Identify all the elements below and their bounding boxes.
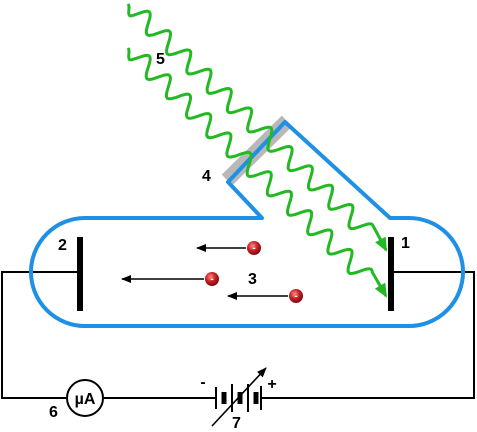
label-electrons: 3 <box>248 271 257 288</box>
label-cathode: 1 <box>401 235 410 252</box>
label-ammeter: 6 <box>49 404 58 421</box>
circuit-wire <box>1 271 475 399</box>
light-wave <box>126 47 388 298</box>
electron-charge: - <box>252 243 255 254</box>
ammeter-text: µA <box>75 391 96 408</box>
label-window: 4 <box>202 168 211 185</box>
electron-group: - - - <box>121 241 303 303</box>
electron-charge: - <box>294 291 297 302</box>
vacuum-tube <box>29 120 465 328</box>
light-wave <box>126 3 388 252</box>
electron <box>205 272 219 286</box>
electron-charge: - <box>210 274 213 285</box>
label-light: 5 <box>156 51 165 68</box>
ammeter-icon <box>66 379 104 417</box>
electron <box>247 241 261 255</box>
label-source: 7 <box>232 415 241 432</box>
light-rays <box>126 3 388 298</box>
label-anode: 2 <box>58 237 67 254</box>
electron <box>289 289 303 303</box>
variable-battery-icon <box>211 367 267 427</box>
battery-plus: + <box>267 376 276 393</box>
battery-minus: - <box>200 374 205 391</box>
